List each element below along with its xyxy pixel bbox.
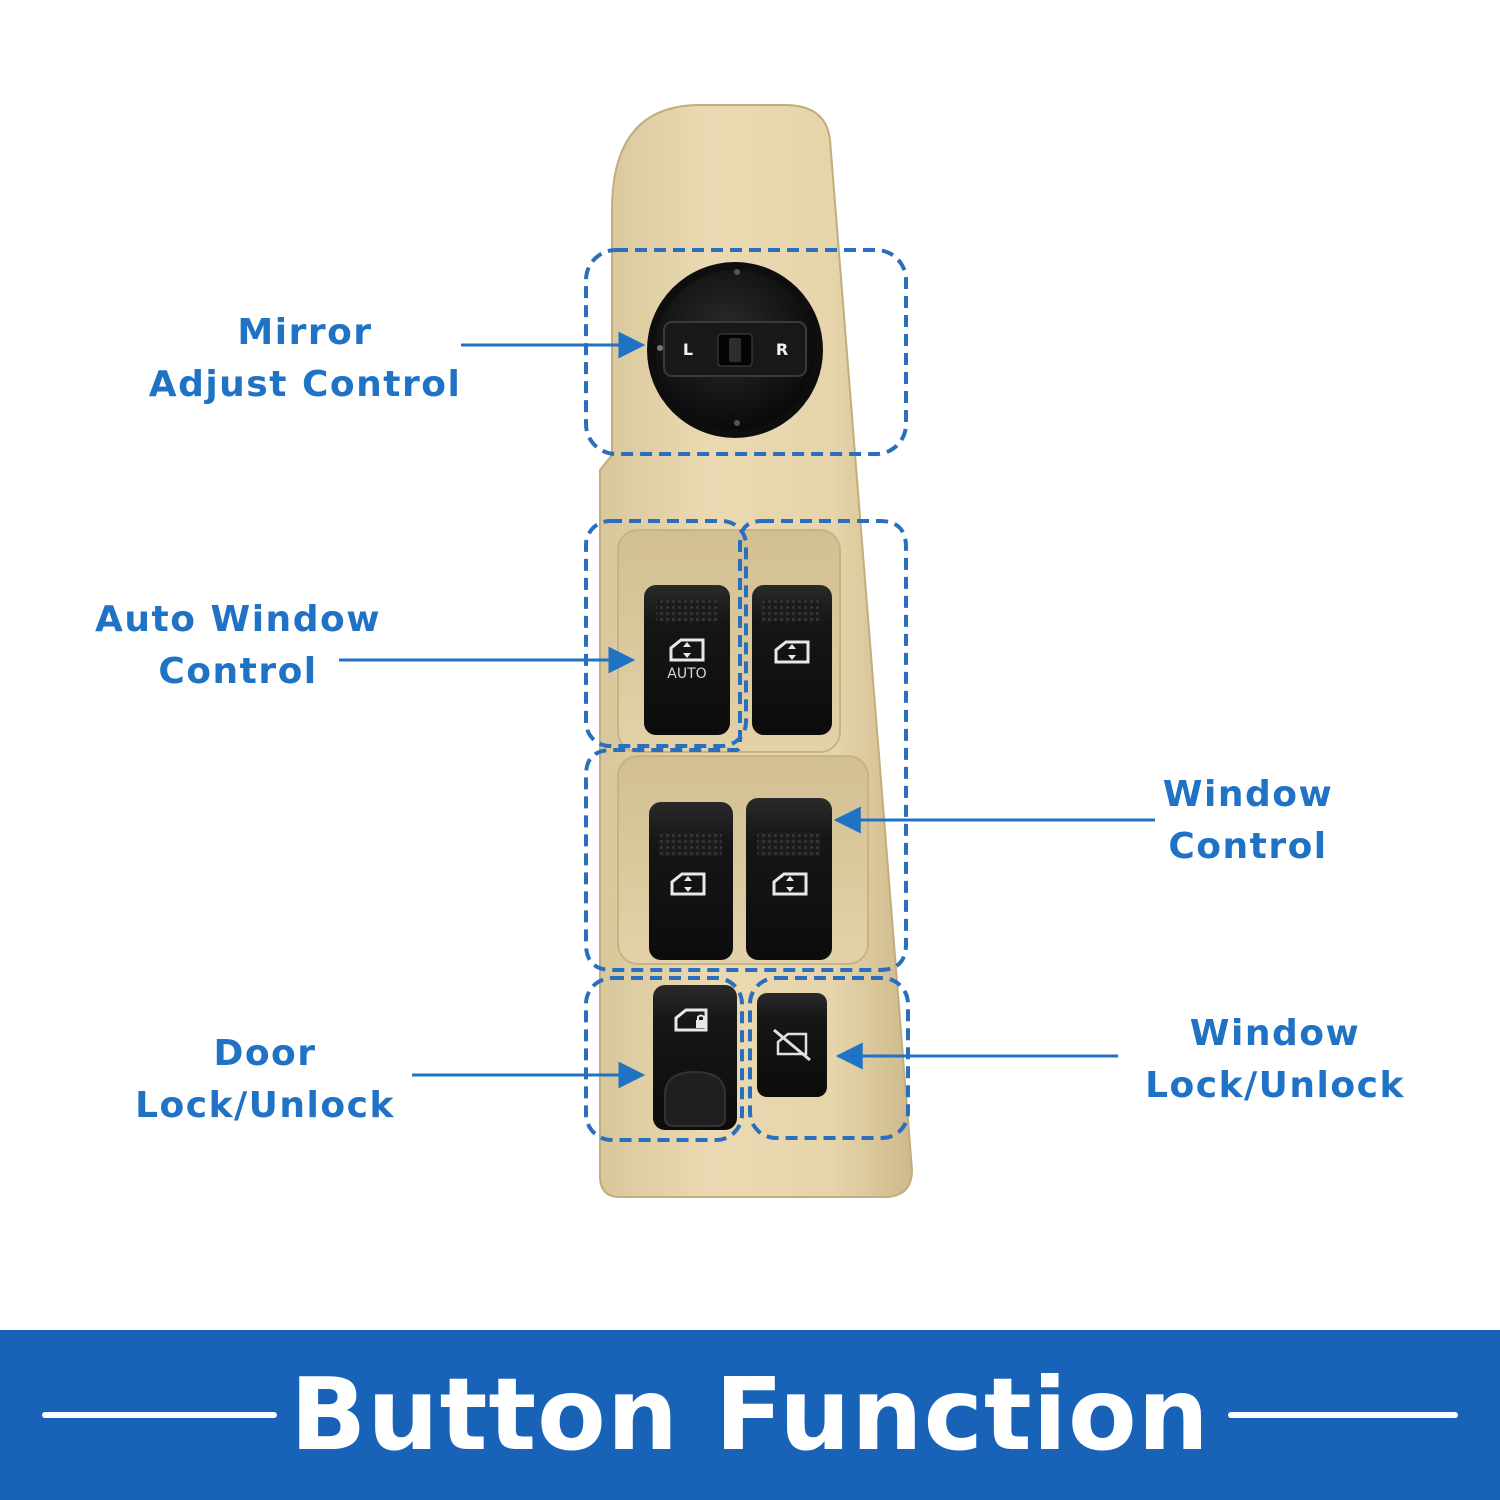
mirror-callout-line1: Mirror (237, 312, 373, 353)
window-lock-highlight (748, 976, 910, 1140)
auto-window-callout-line1: Auto Window (95, 599, 381, 640)
window-callout-line1: Window (1162, 774, 1334, 815)
door-lock-highlight (584, 976, 744, 1142)
auto-window-switch[interactable]: AUTO (644, 585, 730, 735)
highlight-boxes (584, 248, 910, 1142)
title-banner: Button Function (0, 1330, 1500, 1500)
door-lock-switch[interactable] (653, 985, 737, 1130)
auto-window-callout: Auto Window Control (88, 594, 388, 698)
rear-left-window-switch[interactable] (649, 802, 733, 960)
rear-right-window-switch[interactable] (746, 798, 832, 960)
window-icon (772, 872, 808, 896)
window-lock-callout-line2: Lock/Unlock (1145, 1065, 1405, 1106)
mirror-adjust-knob[interactable]: L R (647, 262, 823, 438)
window-control-highlight (584, 519, 908, 972)
callout-arrows (339, 331, 1155, 1089)
window-callout-line2: Control (1168, 826, 1328, 867)
door-lock-callout: Door Lock/Unlock (120, 1028, 410, 1132)
window-icon (774, 640, 810, 664)
mirror-callout-line2: Adjust Control (148, 364, 462, 405)
window-icon (670, 872, 706, 896)
auto-label: AUTO (667, 666, 706, 682)
window-lock-switch[interactable] (757, 993, 827, 1097)
window-lock-callout: Window Lock/Unlock (1130, 1008, 1420, 1112)
banner-right-rule (1228, 1412, 1458, 1418)
window-icon (669, 638, 705, 662)
auto-window-callout-line2: Control (158, 651, 318, 692)
passenger-window-switch[interactable] (752, 585, 832, 735)
mirror-left-label: L (683, 340, 693, 359)
auto-window-highlight (584, 519, 748, 748)
mirror-highlight (584, 248, 908, 456)
banner-title: Button Function (290, 1356, 1210, 1473)
door-lock-icon (674, 1008, 708, 1032)
mirror-right-label: R (776, 340, 788, 359)
door-lock-callout-line1: Door (213, 1033, 317, 1074)
banner-left-rule (42, 1412, 277, 1418)
door-lock-callout-line2: Lock/Unlock (135, 1085, 395, 1126)
window-lock-icon (773, 1028, 811, 1062)
window-lock-callout-line1: Window (1189, 1013, 1361, 1054)
window-callout: Window Control (1128, 769, 1368, 873)
mirror-callout: Mirror Adjust Control (145, 307, 465, 411)
